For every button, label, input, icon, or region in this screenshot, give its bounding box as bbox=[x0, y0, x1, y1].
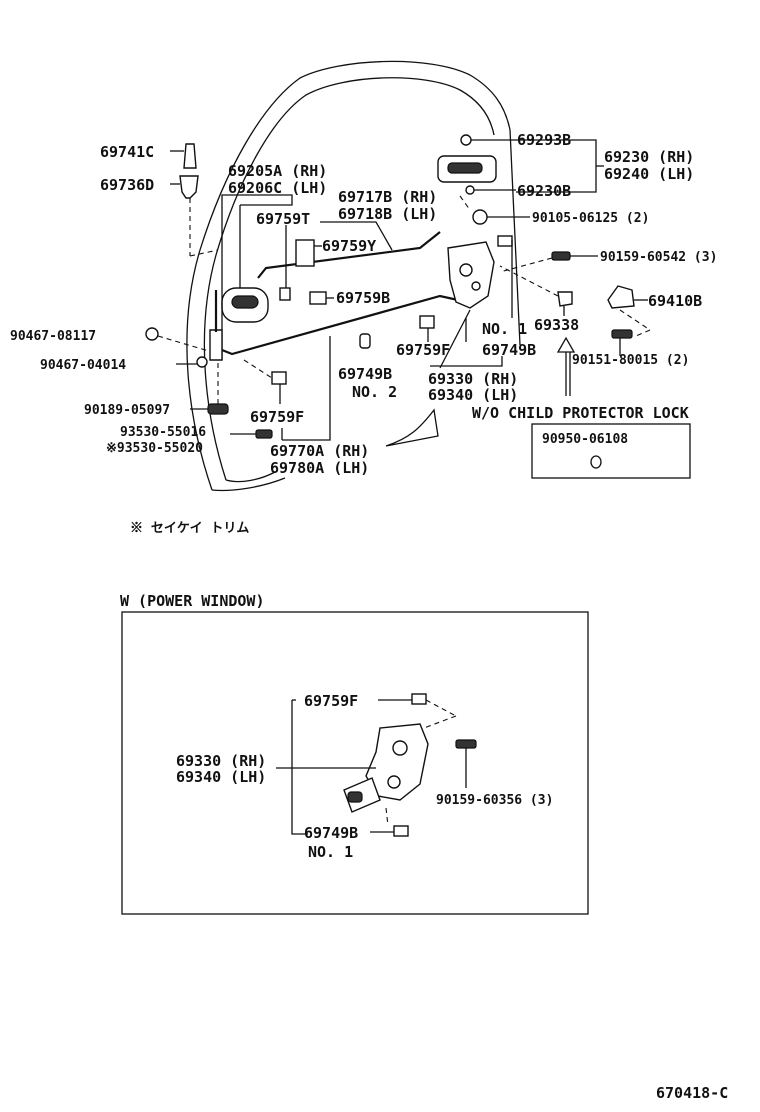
label-69759F-left: 69759F bbox=[250, 408, 304, 426]
label-90159-60542: 90159-60542 (3) bbox=[600, 250, 717, 265]
power-lock-assembly bbox=[343, 723, 429, 813]
label-69410B: 69410B bbox=[648, 292, 702, 310]
clip-69741C bbox=[170, 143, 197, 169]
label-wo-child-lock: W/O CHILD PROTECTOR LOCK bbox=[472, 404, 689, 422]
clip-69736D bbox=[170, 175, 199, 199]
bolt-90159-60356 bbox=[455, 739, 477, 788]
label-69293B: 69293B bbox=[517, 131, 571, 149]
outside-handle bbox=[437, 134, 497, 225]
inside-handle bbox=[221, 287, 269, 323]
label-90159-60356: 90159-60356 (3) bbox=[436, 793, 553, 808]
clip-69759T bbox=[279, 225, 291, 301]
label-69749B-pw: 69749B bbox=[304, 824, 358, 842]
power-window-box bbox=[121, 611, 589, 915]
bolt-90189-05097 bbox=[207, 403, 229, 415]
screw-90151 bbox=[611, 329, 633, 356]
label-90467-08117: 90467-08117 bbox=[10, 329, 96, 344]
clip-69749B-pw bbox=[393, 825, 409, 837]
label-69749B-no1: 69749B bbox=[482, 341, 536, 359]
label-69340-pw: 69340 (LH) bbox=[176, 768, 266, 786]
bolt-90467-04014 bbox=[196, 356, 208, 368]
label-90105: 90105-06125 (2) bbox=[532, 211, 649, 226]
bolt-90159-60542 bbox=[551, 251, 571, 261]
label-no1-pw: NO. 1 bbox=[308, 843, 353, 861]
label-69759Y: 69759Y bbox=[322, 237, 376, 255]
bolt-90467-08117 bbox=[145, 327, 159, 341]
label-90467-04014: 90467-04014 bbox=[40, 358, 126, 373]
label-no1: NO. 1 bbox=[482, 320, 527, 338]
label-69330-pw: 69330 (RH) bbox=[176, 752, 266, 770]
clip-69759F-left bbox=[271, 371, 287, 404]
o-ring bbox=[590, 455, 602, 469]
label-93530-55016: 93530-55016 bbox=[120, 425, 206, 440]
label-69759T: 69759T bbox=[256, 210, 310, 228]
label-no2: NO. 2 bbox=[352, 383, 397, 401]
label-69759F-pw: 69759F bbox=[304, 692, 358, 710]
clip-69759B bbox=[309, 291, 327, 305]
label-90950: 90950-06108 bbox=[542, 432, 628, 447]
label-69759F-right: 69759F bbox=[396, 341, 450, 359]
label-69780A: 69780A (LH) bbox=[270, 459, 369, 477]
label-69759B: 69759B bbox=[336, 289, 390, 307]
rod-guide bbox=[209, 290, 223, 361]
clip-69759Y bbox=[295, 239, 322, 267]
label-69330-top: 69330 (RH) bbox=[428, 370, 518, 388]
label-90151: 90151-80015 (2) bbox=[572, 353, 689, 368]
label-90189: 90189-05097 bbox=[84, 403, 170, 418]
label-69240: 69240 (LH) bbox=[604, 165, 694, 183]
label-69749B-no2: 69749B bbox=[338, 365, 392, 383]
label-69338: 69338 bbox=[534, 316, 579, 334]
label-69718B: 69718B (LH) bbox=[338, 205, 437, 223]
label-93530-55020: ※93530-55020 bbox=[106, 441, 203, 456]
part-69338 bbox=[557, 291, 573, 316]
screw-93530 bbox=[255, 429, 273, 439]
label-69205A: 69205A (RH) bbox=[228, 162, 327, 180]
diagram-code: 670418-C bbox=[656, 1084, 728, 1102]
label-69736D: 69736D bbox=[100, 176, 154, 194]
child-protector-box bbox=[531, 423, 691, 479]
label-69206C: 69206C (LH) bbox=[228, 179, 327, 197]
note-seikei-trim: ※ セイケイ トリム bbox=[130, 521, 249, 536]
label-69230: 69230 (RH) bbox=[604, 148, 694, 166]
label-power-window: W (POWER WINDOW) bbox=[120, 592, 265, 610]
door-lock-body bbox=[447, 235, 513, 309]
clip-69749B-no2 bbox=[359, 333, 371, 349]
label-69717B: 69717B (RH) bbox=[338, 188, 437, 206]
part-69410B bbox=[607, 285, 648, 309]
label-69340-top: 69340 (LH) bbox=[428, 386, 518, 404]
label-69770A: 69770A (RH) bbox=[270, 442, 369, 460]
label-69741C: 69741C bbox=[100, 143, 154, 161]
clip-69759F-right bbox=[419, 315, 435, 342]
label-69230B: 69230B bbox=[517, 182, 571, 200]
clip-69759F-pw bbox=[411, 693, 427, 705]
